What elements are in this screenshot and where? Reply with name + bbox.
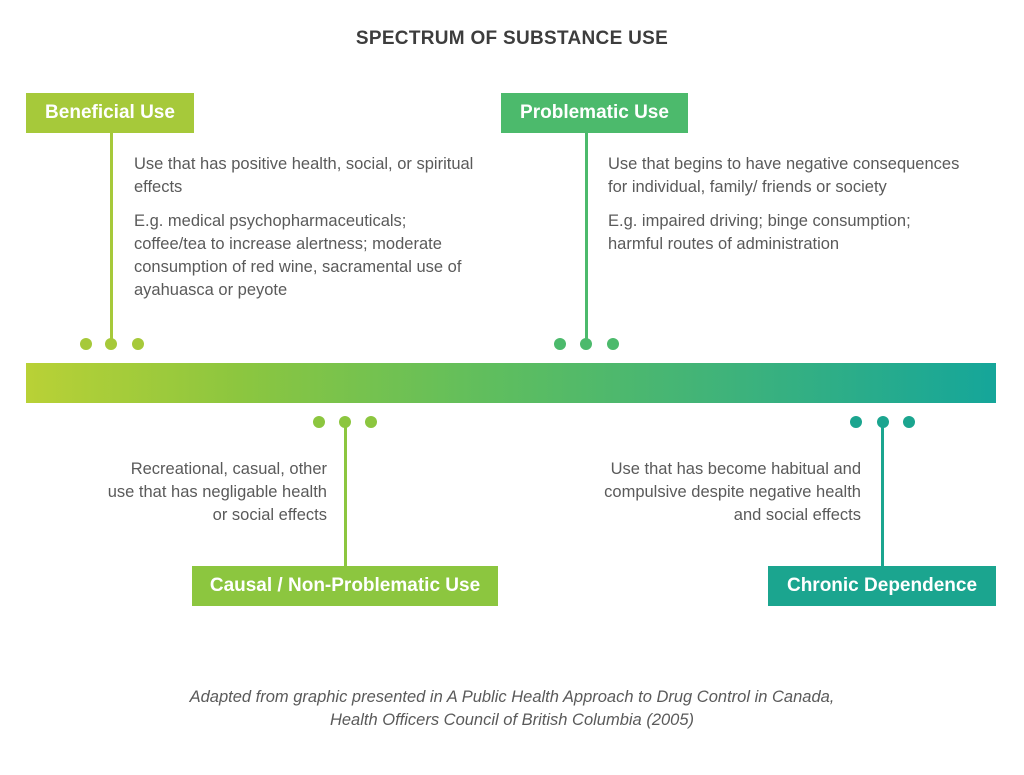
diagram-title: SPECTRUM OF SUBSTANCE USE	[355, 28, 669, 49]
beneficial-use-dot-3	[132, 338, 144, 350]
chronic-dependence-definition: Use that has become habitual and compuls…	[604, 460, 861, 524]
problematic-use-dot-1	[554, 338, 566, 350]
problematic-use-definition: Use that begins to have negative consequ…	[608, 155, 960, 196]
source-caption: Adapted from graphic presented in A Publ…	[0, 686, 1024, 732]
chronic-dependence-connector	[881, 422, 884, 567]
chronic-dependence-label: Chronic Dependence	[768, 566, 996, 606]
chronic-dependence-dot-3	[903, 416, 915, 428]
source-caption-line-1: Adapted from graphic presented in A Publ…	[189, 688, 835, 706]
problematic-use-description: Use that begins to have negative consequ…	[608, 153, 968, 267]
casual-use-dot-3	[365, 416, 377, 428]
problematic-use-examples: E.g. impaired driving; binge consumption…	[608, 212, 911, 253]
beneficial-use-definition: Use that has positive health, social, or…	[134, 155, 474, 196]
casual-use-definition: Recreational, casual, other use that has…	[107, 460, 327, 524]
casual-use-label: Causal / Non-Problematic Use	[192, 566, 498, 606]
problematic-use-dot-3	[607, 338, 619, 350]
beneficial-use-description: Use that has positive health, social, or…	[134, 153, 479, 313]
casual-use-connector	[344, 422, 347, 567]
beneficial-use-label: Beneficial Use	[26, 93, 194, 133]
chronic-dependence-description: Use that has become habitual and compuls…	[591, 458, 861, 538]
source-caption-line-2: Health Officers Council of British Colum…	[329, 711, 695, 729]
casual-use-description: Recreational, casual, other use that has…	[100, 458, 327, 538]
problematic-use-connector	[585, 133, 588, 343]
problematic-use-dot-2	[580, 338, 592, 350]
beneficial-use-connector	[110, 133, 113, 343]
problematic-use-label: Problematic Use	[501, 93, 688, 133]
beneficial-use-examples: E.g. medical psychopharmaceuticals; coff…	[134, 212, 462, 299]
beneficial-use-dot-1	[80, 338, 92, 350]
spectrum-gradient-bar	[26, 363, 996, 403]
chronic-dependence-dot-1	[850, 416, 862, 428]
beneficial-use-dot-2	[105, 338, 117, 350]
casual-use-dot-1	[313, 416, 325, 428]
